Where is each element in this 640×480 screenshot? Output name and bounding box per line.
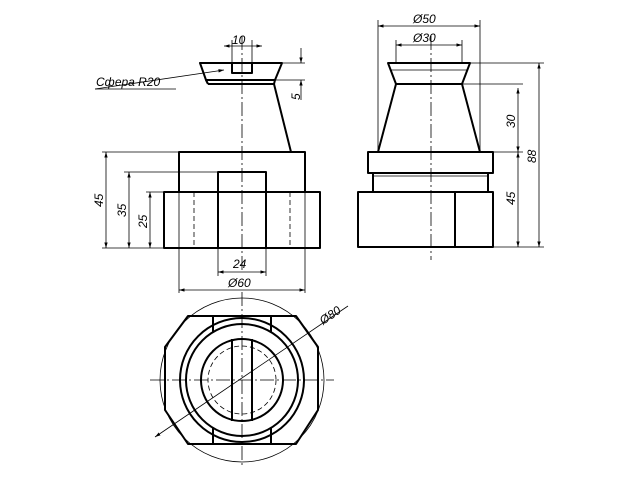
d80-leader [154, 305, 349, 438]
side-top-cup [387, 62, 471, 85]
dim-35-label: 35 [115, 203, 129, 217]
top-base-outline [164, 315, 319, 445]
side-cone [377, 83, 481, 153]
dim-30-label: 30 [504, 114, 518, 128]
front-slot [231, 63, 253, 74]
top-flange [212, 316, 272, 444]
dim-d30-label: Ø30 [412, 31, 436, 45]
side-collar [367, 151, 494, 174]
dim-45-side-label: 45 [504, 191, 518, 205]
dim-d50-label: Ø50 [412, 12, 436, 26]
sphere-r20-label: Сфера R20 [96, 75, 161, 89]
front-cone [194, 83, 292, 153]
sphere-leader [94, 69, 225, 90]
dim-45-front-label: 45 [92, 193, 106, 207]
side-view: Ø50 Ø30 30 88 45 [357, 12, 544, 260]
dim-5-label: 5 [289, 93, 303, 100]
dim-10-label: 10 [232, 33, 246, 47]
dim-25-label: 25 [136, 214, 150, 229]
side-base [357, 191, 494, 248]
dim-d80-label: Ø80 [316, 303, 344, 328]
dim-24-label: 24 [232, 257, 247, 271]
front-view: 10 Сфера R20 5 45 35 25 24 Ø60 [92, 33, 321, 293]
dim-d60-label: Ø60 [227, 276, 251, 290]
top-view: Ø80 [150, 292, 349, 468]
dim-88-label: 88 [525, 149, 539, 163]
